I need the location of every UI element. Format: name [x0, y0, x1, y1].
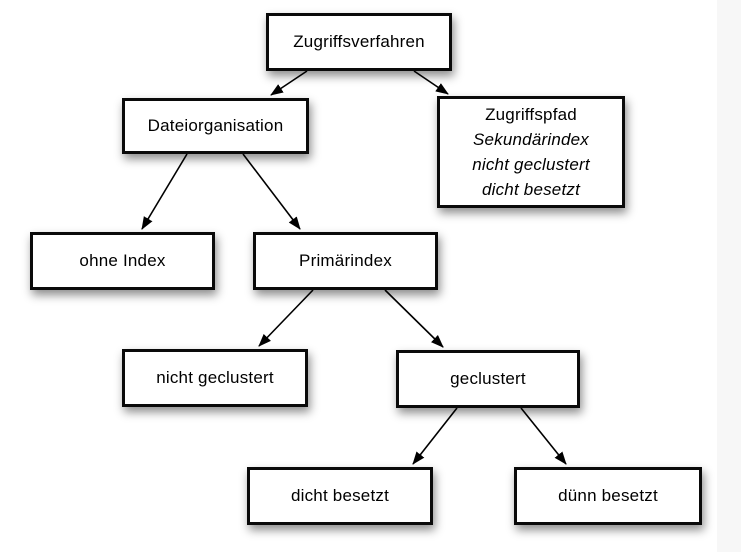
node-ohne-index: ohne Index	[30, 232, 215, 290]
node-dicht-besetzt: dicht besetzt	[247, 467, 433, 525]
node-dateiorganisation-label: Dateiorganisation	[147, 115, 284, 135]
node-zugriffsverfahren-label: Zugriffsverfahren	[293, 31, 425, 51]
node-geclustert-label: geclustert	[450, 368, 526, 388]
node-duenn-besetzt-label: dünn besetzt	[558, 485, 658, 505]
node-duenn-besetzt: dünn besetzt	[514, 467, 702, 525]
edge-root-zugriffspfad	[413, 70, 449, 95]
node-nicht-geclustert-label: nicht geclustert	[156, 367, 274, 387]
node-geclustert: geclustert	[396, 350, 580, 408]
node-dicht-besetzt-label: dicht besetzt	[290, 485, 390, 505]
edge-geclustert-duenn-besetzt	[520, 407, 567, 465]
edge-root-dateiorganisation	[270, 70, 308, 96]
edge-dateiorganisation-primaerindex	[242, 153, 301, 230]
node-nicht-geclustert: nicht geclustert	[122, 349, 308, 407]
edge-primaerindex-geclustert	[384, 289, 444, 348]
node-dateiorganisation: Dateiorganisation	[122, 98, 309, 154]
edge-dateiorganisation-ohne-index	[141, 153, 188, 230]
right-background-band	[717, 0, 741, 552]
node-primaerindex: Primärindex	[253, 232, 438, 290]
node-ohne-index-label: ohne Index	[79, 250, 166, 270]
node-zugriffspfad: Zugriffspfad Sekundärindex nicht geclust…	[437, 96, 625, 208]
node-zugriffsverfahren: Zugriffsverfahren	[266, 13, 452, 71]
node-zugriffspfad-title: Zugriffspfad	[485, 105, 577, 124]
node-primaerindex-label: Primärindex	[299, 250, 392, 270]
edge-geclustert-dicht-besetzt	[412, 407, 458, 465]
edge-primaerindex-nicht-geclustert	[258, 289, 314, 347]
node-zugriffspfad-line-dicht-besetzt: dicht besetzt	[481, 180, 581, 199]
node-zugriffspfad-line-sekundaerindex: Sekundärindex	[472, 130, 589, 149]
node-zugriffspfad-line-nicht-geclustert: nicht geclustert	[472, 155, 590, 174]
